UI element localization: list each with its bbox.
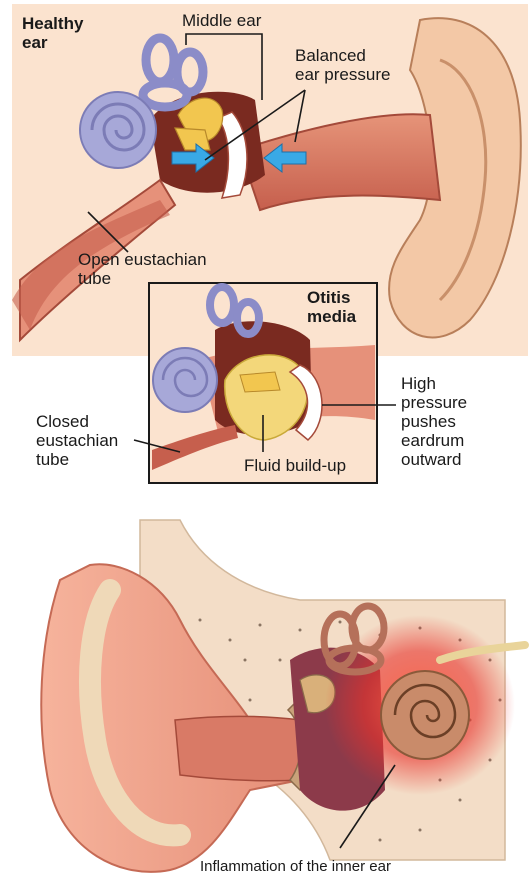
label-high-pressure: High pressure pushes eardrum outward xyxy=(401,374,467,469)
label-closed-eustachian: Closed eustachian tube xyxy=(36,412,118,469)
label-inner-ear-inflammation: Inflammation of the inner ear xyxy=(200,857,391,876)
label-otitis-media: Otitis media xyxy=(307,288,356,326)
bottom-ear-canal xyxy=(175,716,300,781)
label-healthy-ear: Healthy ear xyxy=(22,14,83,52)
label-balanced-pressure: Balanced ear pressure xyxy=(295,46,390,84)
otitis-inset xyxy=(134,283,396,483)
label-middle-ear: Middle ear xyxy=(182,11,261,30)
cochlea xyxy=(80,92,156,168)
label-fluid-buildup: Fluid build-up xyxy=(244,456,346,475)
inset-cochlea xyxy=(153,348,217,412)
inner-ear-panel xyxy=(41,520,525,872)
inset-ossicles xyxy=(240,372,280,392)
label-open-eustachian: Open eustachian tube xyxy=(78,250,207,288)
bottom-cochlea xyxy=(381,671,469,759)
